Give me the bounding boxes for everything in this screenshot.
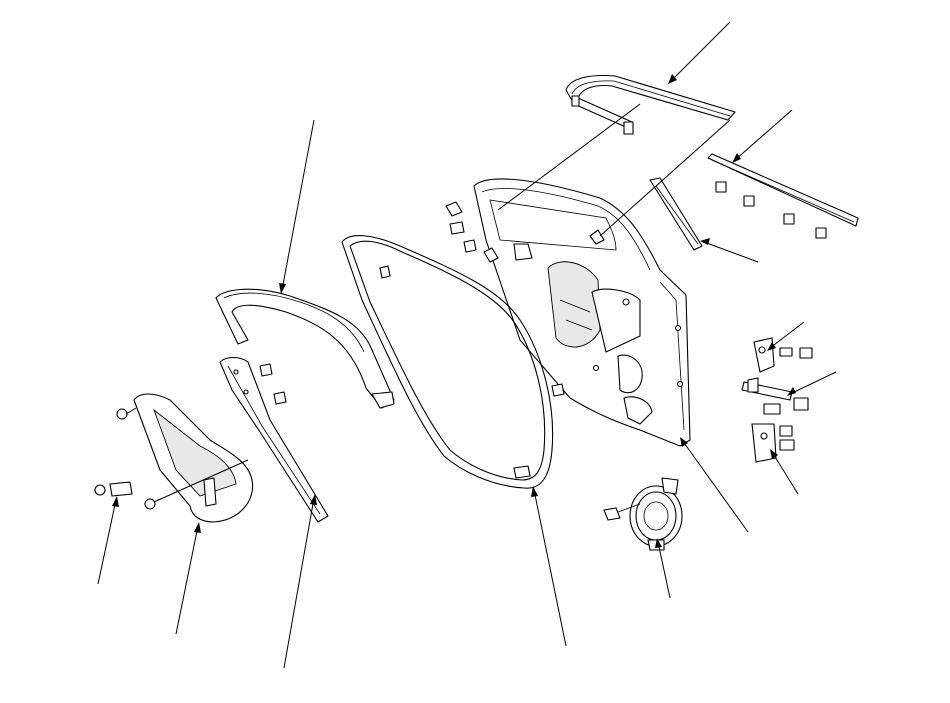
door-weatherstrip — [341, 235, 554, 489]
glass-run-channel — [215, 288, 395, 409]
callout-leaders — [97, 21, 837, 669]
sash-molding — [565, 74, 736, 135]
pillar-garnish — [219, 356, 329, 523]
lower-hinge — [751, 423, 795, 463]
beltline-molding — [707, 153, 859, 239]
door-panel — [473, 178, 691, 447]
speaker — [603, 477, 683, 551]
fasteners — [94, 201, 605, 510]
upper-hinge — [753, 337, 813, 373]
inner-beltline-strip — [649, 177, 703, 251]
door-check — [741, 377, 809, 415]
